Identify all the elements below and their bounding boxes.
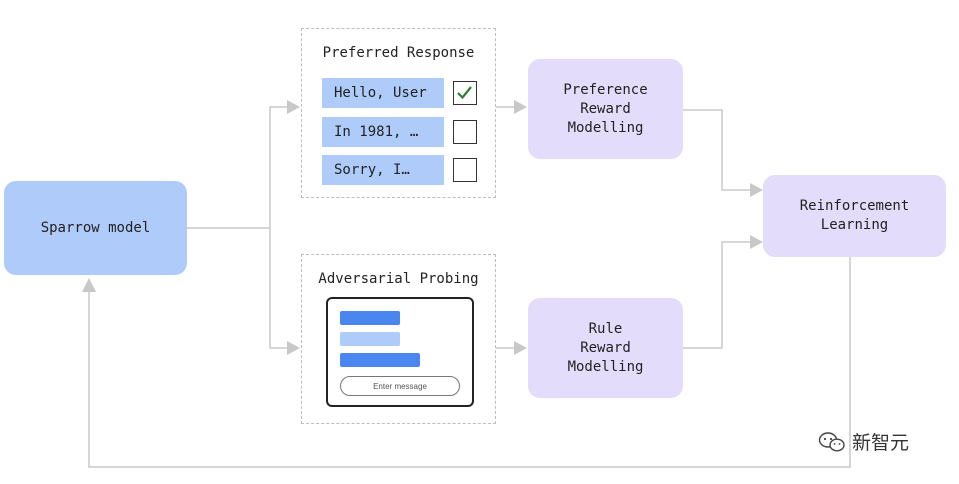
connector-to-adversarial bbox=[269, 228, 291, 349]
adversarial-probing-title: Adversarial Probing bbox=[318, 271, 479, 287]
chat-window: Enter message bbox=[326, 297, 474, 407]
connector-rule-to-rl bbox=[683, 241, 752, 349]
arrowhead-to-adversarial bbox=[287, 341, 300, 355]
preference-reward-node: Preference Reward Modelling bbox=[528, 59, 683, 159]
response-option-3-text: Sorry, I… bbox=[334, 162, 410, 178]
response-option-3-checkbox[interactable] bbox=[453, 158, 477, 182]
response-option-1-checkbox[interactable] bbox=[453, 81, 477, 105]
wechat-icon bbox=[818, 431, 845, 452]
chat-bar-dark-1 bbox=[340, 311, 400, 325]
connector-to-preferred bbox=[269, 106, 291, 228]
response-option-2: In 1981, … bbox=[322, 117, 444, 147]
checkmark-icon bbox=[457, 86, 472, 100]
preferred-response-title: Preferred Response bbox=[322, 45, 475, 61]
response-option-3: Sorry, I… bbox=[322, 155, 444, 185]
connector-rl-feedback bbox=[88, 257, 851, 468]
sparrow-model-label: Sparrow model bbox=[40, 219, 151, 236]
adversarial-probing-panel: Adversarial Probing Enter message bbox=[301, 254, 496, 424]
arrowhead-to-sparrow bbox=[82, 278, 96, 292]
connector-preference-to-rl bbox=[683, 109, 752, 191]
message-input-placeholder: Enter message bbox=[373, 381, 427, 391]
watermark: 新智元 bbox=[818, 428, 909, 455]
arrowhead-to-preferred bbox=[287, 100, 300, 114]
rule-reward-node: Rule Reward Modelling bbox=[528, 298, 683, 398]
arrowhead-to-rule bbox=[514, 341, 527, 355]
chat-bar-dark-2 bbox=[340, 353, 420, 367]
preference-reward-label: Preference Reward Modelling bbox=[563, 81, 648, 136]
arrowhead-rule-to-rl bbox=[750, 235, 763, 249]
response-option-2-checkbox[interactable] bbox=[453, 120, 477, 144]
reinforcement-learning-node: Reinforcement Learning bbox=[763, 175, 946, 257]
chat-bar-light bbox=[340, 332, 400, 346]
arrowhead-to-preference bbox=[514, 100, 527, 114]
response-option-2-text: In 1981, … bbox=[334, 124, 419, 140]
message-input[interactable]: Enter message bbox=[340, 376, 460, 396]
response-option-1-text: Hello, User bbox=[334, 85, 427, 101]
reinforcement-learning-label: Reinforcement Learning bbox=[799, 198, 910, 233]
watermark-text: 新智元 bbox=[852, 432, 910, 454]
response-option-1: Hello, User bbox=[322, 78, 444, 108]
rule-reward-label: Rule Reward Modelling bbox=[567, 320, 644, 375]
preferred-response-panel: Preferred Response Hello, User In 1981, … bbox=[301, 28, 496, 198]
arrowhead-preference-to-rl bbox=[750, 183, 763, 197]
sparrow-model-node: Sparrow model bbox=[4, 181, 187, 275]
